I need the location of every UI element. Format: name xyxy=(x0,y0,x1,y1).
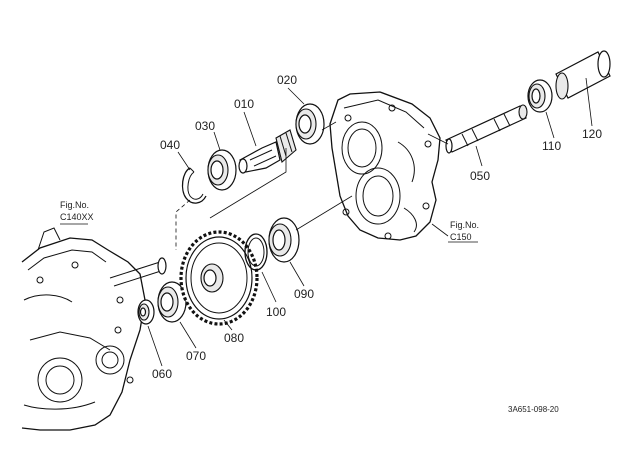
fig-ref-c150-line1: Fig.No. xyxy=(450,220,479,230)
label-060[interactable]: 060 xyxy=(152,367,172,381)
fig-ref-c150-line2: C150 xyxy=(450,232,472,242)
part-080-gear[interactable] xyxy=(179,230,259,326)
part-040-snap-ring[interactable] xyxy=(181,167,207,204)
part-020-bearing[interactable] xyxy=(295,103,325,145)
fig-ref-c140xx-line2: C140XX xyxy=(60,212,94,222)
part-010-pinion-shaft[interactable] xyxy=(238,129,297,174)
diagram-code: 3A651-098-20 xyxy=(508,405,559,414)
figure-reference-c150[interactable]: Fig.No. C150 xyxy=(450,220,479,242)
label-020[interactable]: 020 xyxy=(277,73,297,87)
part-labels: 010 020 030 040 050 060 070 080 090 100 … xyxy=(152,73,602,381)
part-100-snap-ring[interactable] xyxy=(244,233,268,271)
part-030-bearing[interactable] xyxy=(207,149,237,191)
assembly-lines xyxy=(175,121,449,250)
fig-ref-c140xx-line1: Fig.No. xyxy=(60,200,89,210)
part-070-bearing[interactable] xyxy=(157,281,187,323)
right-case xyxy=(329,91,441,241)
label-080[interactable]: 080 xyxy=(224,331,244,345)
left-housing xyxy=(21,227,167,431)
label-110[interactable]: 110 xyxy=(542,139,561,153)
part-050-shaft[interactable] xyxy=(445,104,528,154)
label-040[interactable]: 040 xyxy=(160,138,180,152)
label-050[interactable]: 050 xyxy=(470,169,490,183)
label-070[interactable]: 070 xyxy=(186,349,206,363)
figure-reference-c140xx[interactable]: Fig.No. C140XX xyxy=(60,200,94,222)
part-120-sleeve[interactable] xyxy=(555,50,611,100)
part-090-bearing[interactable] xyxy=(268,217,300,263)
label-010[interactable]: 010 xyxy=(234,97,254,111)
label-090[interactable]: 090 xyxy=(294,287,314,301)
label-030[interactable]: 030 xyxy=(195,119,215,133)
label-100[interactable]: 100 xyxy=(266,305,286,319)
label-120[interactable]: 120 xyxy=(582,127,602,141)
leader-lines xyxy=(60,77,593,367)
part-060-bearing[interactable] xyxy=(137,299,155,325)
part-110-bearing[interactable] xyxy=(527,79,553,113)
